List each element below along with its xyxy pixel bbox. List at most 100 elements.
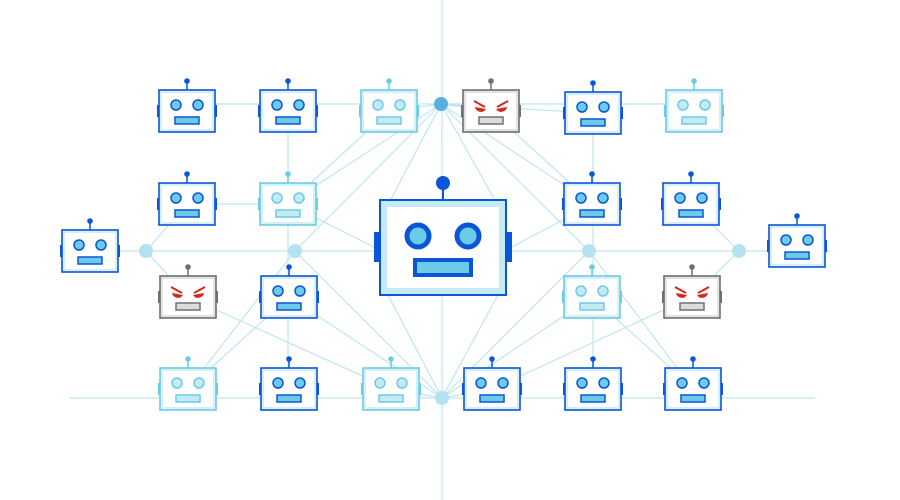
right-eye [598,377,610,389]
left-eye [170,99,182,111]
robots [60,78,827,411]
left-eye [271,99,283,111]
angry-brows [674,286,710,294]
left-eye [171,377,183,389]
robot-head-icon [562,264,622,319]
right-eye [293,99,305,111]
antenna-tip [590,80,596,86]
left-eye [73,239,85,251]
right-eye [497,377,509,389]
robot-head-icon [664,78,724,133]
right-eye [192,192,204,204]
right-eye [597,285,609,297]
antenna-tip [590,356,596,362]
network-node-icon [288,244,302,258]
robot-head-icon [563,356,623,411]
antenna-tip [690,356,696,362]
robot-head-icon [361,356,421,411]
antenna-tip [589,171,595,177]
mouth [478,116,504,125]
left-eye [374,377,386,389]
left-eye [404,222,432,250]
robot-head-icon [563,80,623,135]
left-eye [170,192,182,204]
mouth [784,251,810,260]
right-eye [454,222,482,250]
left-eye [372,99,384,111]
network-node-icon [139,244,153,258]
right-eye [598,101,610,113]
robot-head-icon [663,356,723,411]
antenna-tip [794,213,800,219]
connection-line [187,250,296,390]
antenna-tip [689,264,695,270]
right-eye [95,239,107,251]
antenna-tip [386,78,392,84]
mouth [174,116,200,125]
antenna-tip [388,356,394,362]
mouth [680,394,706,403]
right-eye [696,192,708,204]
network-node-icon [582,244,596,258]
left-eye [271,192,283,204]
mouth [580,394,606,403]
robot-head-icon [359,78,419,133]
angry-robot-icon [461,78,521,133]
central-robot-icon [374,176,512,296]
left-eye [272,285,284,297]
robot-head-icon [767,213,827,268]
connection-line [187,296,392,390]
antenna-tip [589,264,595,270]
right-eye [293,192,305,204]
robot-head-icon [258,171,318,226]
left-eye [475,377,487,389]
left-eye [272,377,284,389]
antenna-tip [688,171,694,177]
left-eye [674,192,686,204]
right-eye [396,377,408,389]
right-eye [802,234,814,246]
network-node-icon [732,244,746,258]
left-eye [780,234,792,246]
angry-robot-icon [662,264,722,319]
robot-head-icon [661,171,721,226]
right-ear [506,232,512,262]
left-eye [676,377,688,389]
mouth [378,394,404,403]
network-node-icon [434,97,448,111]
robot-head-icon [259,356,319,411]
antenna-tip [285,78,291,84]
mouth [580,118,606,127]
antenna-tip [184,171,190,177]
mouth [275,116,301,125]
mouth [678,209,704,218]
connection-line [441,279,507,399]
mouth [275,209,301,218]
right-eye [294,285,306,297]
antenna-tip [691,78,697,84]
angry-brows [170,286,206,294]
connection-line [491,296,693,390]
robot-head-icon [259,264,319,319]
right-eye [294,377,306,389]
antenna-tip [87,218,93,224]
mouth [276,302,302,311]
robot-head-icon [462,356,522,411]
left-eye [475,107,486,112]
left-eye [576,101,588,113]
right-eye [394,99,406,111]
antenna-tip [286,264,292,270]
robot-head-icon [157,171,217,226]
robot-head-icon [157,78,217,133]
mouth [175,394,201,403]
robot-head-icon [562,171,622,226]
antenna-tip [436,176,450,190]
antenna-tip [489,356,495,362]
left-eye [576,377,588,389]
mouth [681,116,707,125]
antenna-tip [488,78,494,84]
mouth [479,394,505,403]
mouth [175,302,201,311]
